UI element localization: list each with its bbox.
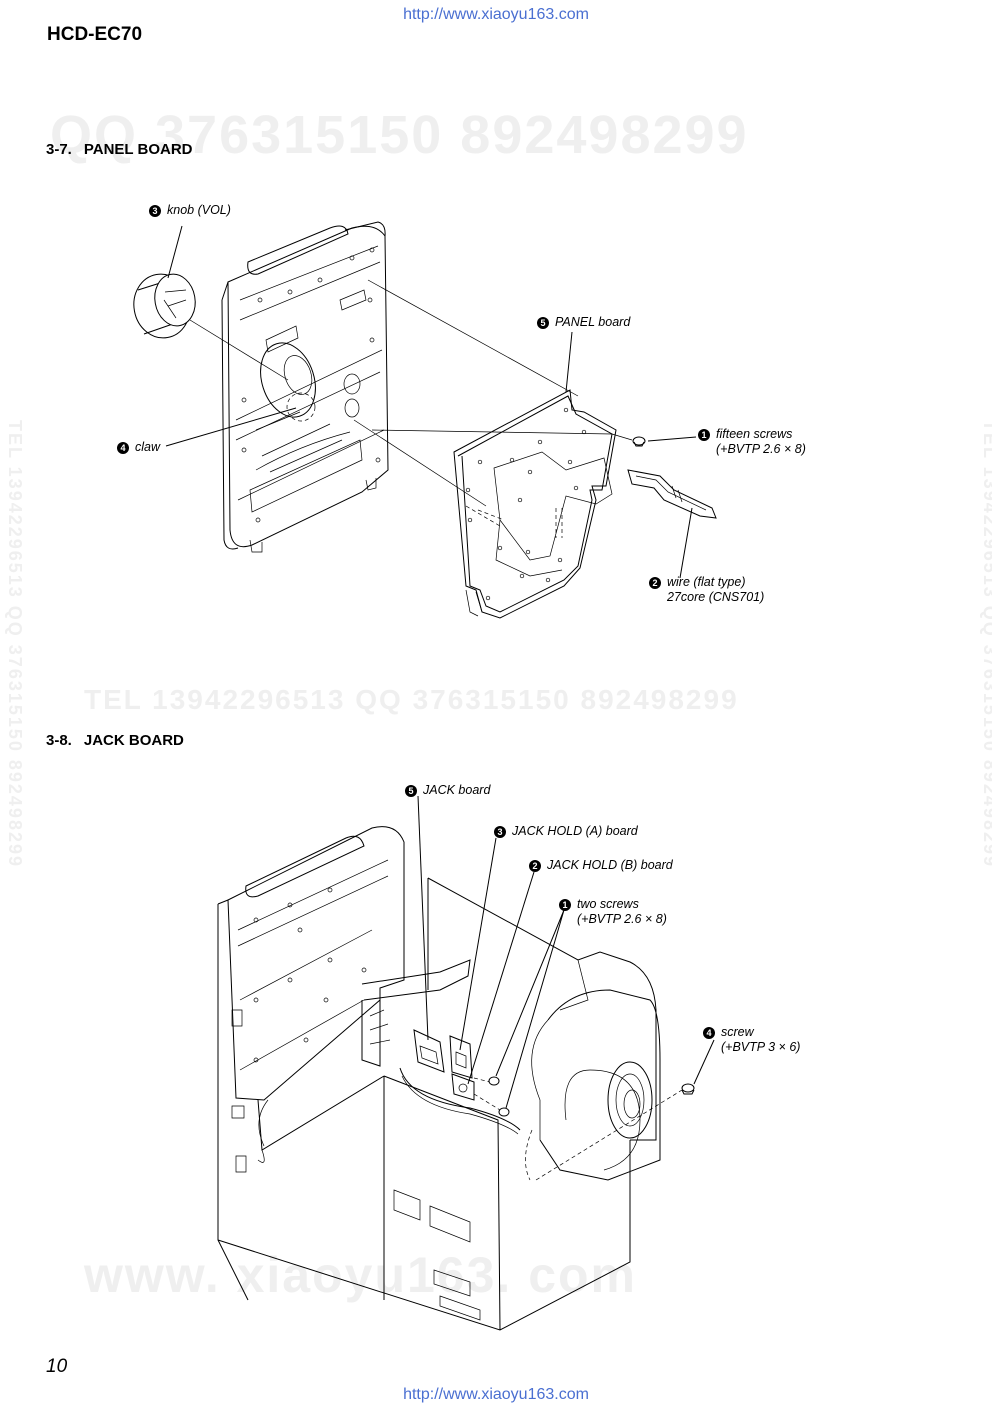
section-title: PANEL BOARD: [83, 141, 193, 158]
label-text: claw: [135, 440, 161, 454]
knob-vol-drawing: [133, 273, 289, 381]
page-number: 10: [46, 1356, 68, 1377]
section-number: 3-8.: [46, 732, 72, 749]
label-text: two screws: [577, 897, 639, 911]
label-fifteen-screws: 1 fifteen screws (+BVTP 2.6 × 8): [698, 427, 806, 457]
jack-leader-lines: [417, 795, 715, 1109]
panel-board-diagram: [133, 221, 717, 619]
flat-wire-drawing: [627, 469, 717, 519]
step-badge: 4: [703, 1027, 715, 1039]
section-number: 3-7.: [46, 141, 72, 158]
label-text: JACK board: [423, 783, 491, 797]
leader-lines: [165, 225, 697, 579]
label-subtext: (+BVTP 2.6 × 8): [716, 442, 806, 456]
section-heading-panel-board: 3-7. PANEL BOARD: [46, 141, 192, 158]
label-jack-hold-a-board: 3 JACK HOLD (A) board: [494, 824, 638, 839]
section-heading-jack-board: 3-8. JACK BOARD: [46, 732, 184, 749]
step-badge: 1: [559, 899, 571, 911]
section-title: JACK BOARD: [83, 732, 184, 749]
watermark-tel-mid: TEL 13942296513 QQ 376315150 892498299: [84, 684, 739, 715]
step-badge: 3: [149, 205, 161, 217]
front-panel-drawing: [221, 221, 389, 553]
label-flat-wire: 2 wire (flat type) 27core (CNS701): [649, 575, 764, 605]
label-subtext: (+BVTP 3 × 6): [721, 1040, 801, 1054]
chassis-drawing: [217, 826, 661, 1331]
label-subtext: (+BVTP 2.6 × 8): [577, 912, 667, 926]
step-badge: 2: [529, 860, 541, 872]
label-text: PANEL board: [555, 315, 631, 329]
label-panel-board: 5 PANEL board: [537, 315, 630, 330]
label-jack-board: 5 JACK board: [405, 783, 490, 798]
label-text: fifteen screws: [716, 427, 793, 441]
label-jack-hold-b-board: 2 JACK HOLD (B) board: [529, 858, 673, 873]
url-bottom[interactable]: http://www.xiaoyu163.com: [403, 1386, 589, 1403]
label-two-screws: 1 two screws (+BVTP 2.6 × 8): [559, 897, 667, 927]
label-text: screw: [721, 1025, 754, 1039]
step-badge: 5: [537, 317, 549, 329]
step-badge: 1: [698, 429, 710, 441]
step-badge: 5: [405, 785, 417, 797]
jack-screws-drawing: [488, 1076, 695, 1117]
label-text: knob (VOL): [167, 203, 231, 217]
step-badge: 2: [649, 577, 661, 589]
step-badge: 3: [494, 826, 506, 838]
label-text: JACK HOLD (B) board: [547, 858, 673, 872]
screw-drawing: [611, 433, 646, 447]
panel-board-drawing: [453, 389, 617, 619]
label-subtext: 27core (CNS701): [667, 590, 765, 604]
label-claw: 4 claw: [117, 440, 160, 455]
url-top[interactable]: http://www.xiaoyu163.com: [403, 6, 589, 23]
watermark-qq-top: QQ 376315150 892498299: [50, 105, 749, 165]
label-text: JACK HOLD (A) board: [512, 824, 638, 838]
label-knob-vol: 3 knob (VOL): [149, 203, 231, 218]
model-number: HCD-EC70: [47, 24, 143, 45]
label-screw: 4 screw (+BVTP 3 × 6): [703, 1025, 800, 1055]
label-text: wire (flat type): [667, 575, 746, 589]
step-badge: 4: [117, 442, 129, 454]
jack-boards-drawing: [399, 1029, 683, 1181]
watermark-www-bottom: www. xiaoyu163. com: [84, 1247, 638, 1303]
